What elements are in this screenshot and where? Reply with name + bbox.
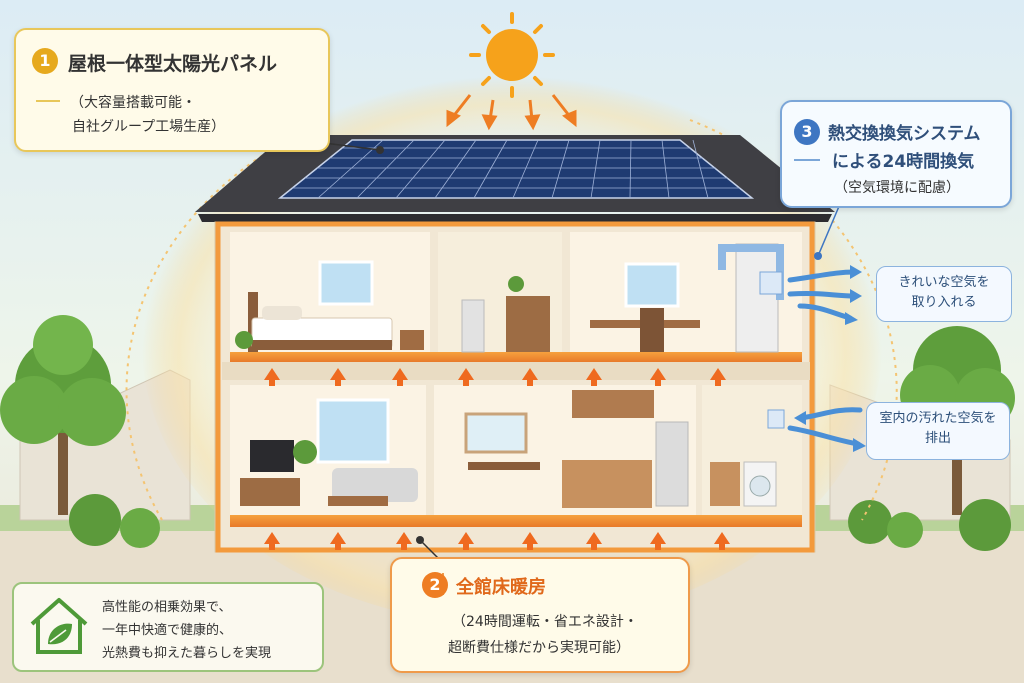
callout-rule (794, 159, 820, 161)
feature-summary: 高性能の相乗効果で、 一年中快適で健康的、 光熱費も抑えた暮らしを実現 (12, 582, 324, 672)
callout-title-solar: 屋根一体型太陽光パネル (68, 53, 278, 75)
pointer-dot-ventilation (814, 252, 822, 260)
callout-number-2: 2 (422, 572, 448, 598)
feature-line-1: 高性能の相乗効果で、 (102, 600, 232, 615)
upper-floor-heating (230, 352, 802, 362)
house-leaf-icon (30, 598, 88, 654)
shrubs (69, 494, 1011, 551)
window-living (316, 398, 390, 464)
bed (248, 292, 393, 352)
laundry-cabinet (710, 462, 740, 506)
air-out-line2: 排出 (924, 431, 951, 446)
door-study (735, 243, 779, 353)
callout-rule (36, 100, 60, 102)
air-out-label: 室内の汚れた空気を 排出 (866, 402, 1010, 460)
callout-ventilation: 3 熱交換換気システム による24時間換気 （空気環境に配慮） (780, 100, 1012, 208)
air-in-label: きれいな空気を 取り入れる (876, 266, 1012, 322)
insulation-glow (215, 221, 815, 553)
callout-sub-solar-2: 自社グループ工場生産） (72, 119, 226, 135)
airflow-arrowheads (794, 265, 866, 452)
air-in-line2: 取り入れる (911, 295, 977, 310)
pointer-heating (419, 539, 441, 561)
callout-floor-heating: 2 全館床暖房 （24時間運転・省エネ設計・ 超断費仕様だから実現可能） (390, 557, 690, 673)
callout-sub-heating-1: （24時間運転・省エネ設計・ (452, 614, 638, 630)
sun-icon (469, 12, 555, 98)
tv (250, 440, 294, 472)
heat-arrow-icon (264, 368, 730, 550)
lower-floor-heating (230, 515, 802, 527)
callout-sub-ventilation: （空気環境に配慮） (834, 180, 960, 196)
vent-unit (759, 271, 783, 295)
feature-line-2: 一年中快適で健康的、 (102, 623, 233, 638)
bookshelf (506, 296, 550, 352)
wall-cabinets (572, 390, 654, 418)
airflow-arrow-icon (787, 269, 863, 447)
tree-left (0, 315, 126, 515)
sofa (332, 468, 418, 502)
pointer-dot-heating (416, 536, 424, 544)
callout-title-ventilation-2: による24時間換気 (832, 152, 975, 172)
plant-living (293, 440, 317, 464)
callout-title-heating: 全館床暖房 (456, 577, 546, 598)
dining-table (468, 462, 540, 470)
callout-number-1: 1 (32, 48, 58, 74)
wall-picture (464, 412, 528, 454)
callout-sub-solar-1: （大容量搭載可能・ (70, 95, 196, 111)
air-out-line1: 室内の汚れた空気を (879, 411, 997, 426)
plant (235, 331, 253, 349)
callout-solar-panel: 1 屋根一体型太陽光パネル （大容量搭載可能・ 自社グループ工場生産） (14, 28, 330, 152)
door-hall (461, 299, 485, 353)
sunray-arrows (446, 94, 577, 131)
callout-number-3: 3 (794, 119, 820, 145)
chair (640, 308, 664, 352)
roof-eave (198, 214, 832, 222)
solar-panel (277, 139, 755, 199)
plant-hall (508, 276, 524, 292)
window-bedroom (318, 260, 374, 306)
washer-door (749, 475, 771, 497)
kitchen-island (562, 460, 652, 508)
tv-stand (240, 478, 300, 506)
refrigerator (655, 421, 689, 507)
coffee-table (328, 496, 388, 506)
pointer-dot-panel (376, 146, 384, 154)
callout-title-ventilation-1: 熱交換換気システム (828, 124, 981, 144)
callout-sub-heating-2: 超断費仕様だから実現可能） (448, 640, 630, 656)
nightstand (400, 330, 424, 350)
pointer-ventilation (817, 203, 841, 257)
vent-exhaust-unit (767, 409, 785, 429)
feature-line-3: 光熱費も抑えた暮らしを実現 (102, 646, 272, 661)
window-study (624, 262, 680, 308)
air-in-line1: きれいな空気を (898, 275, 990, 290)
